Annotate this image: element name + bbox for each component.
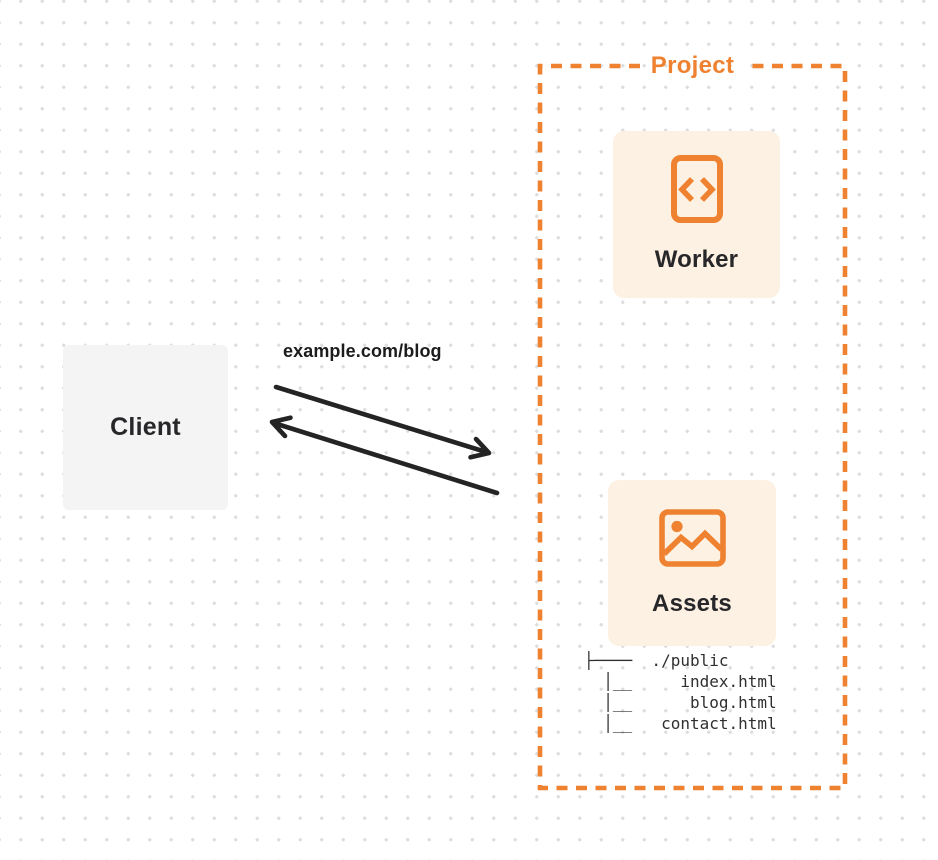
client-box: Client bbox=[63, 345, 228, 510]
worker-card: Worker bbox=[613, 131, 780, 298]
code-icon bbox=[670, 155, 723, 223]
assets-card: Assets bbox=[608, 480, 776, 646]
request-arrow bbox=[273, 384, 492, 460]
worker-label: Worker bbox=[654, 246, 739, 273]
request-url-label: example.com/blog bbox=[283, 341, 442, 361]
asset-file-tree: ├──── ./public │__ index.html │__ blog.h… bbox=[584, 651, 777, 733]
client-label: Client bbox=[110, 413, 181, 441]
response-arrow bbox=[269, 415, 500, 496]
image-icon bbox=[658, 508, 726, 567]
assets-label: Assets bbox=[652, 589, 732, 617]
project-label: Project bbox=[650, 52, 735, 79]
